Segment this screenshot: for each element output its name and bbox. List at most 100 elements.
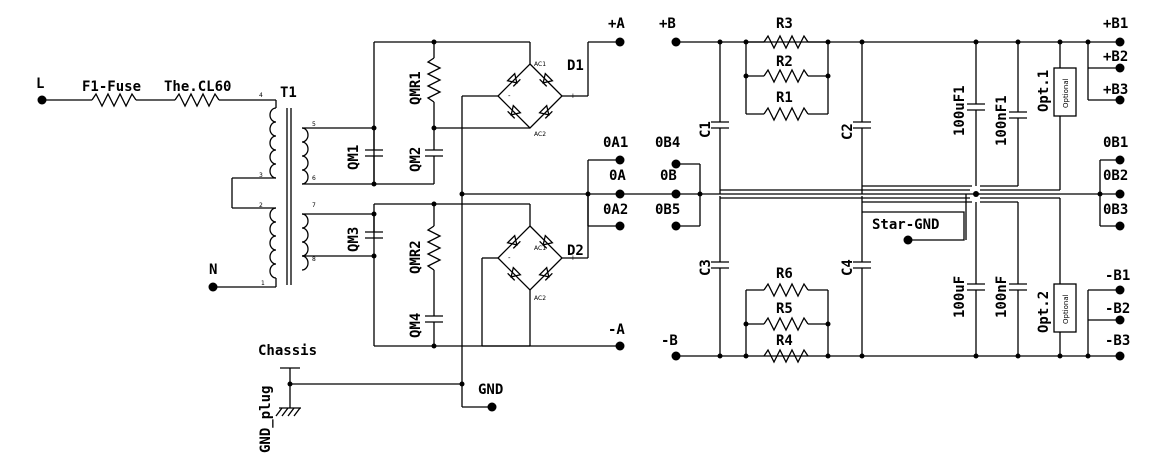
label-QM1: QM1 [346, 145, 362, 170]
terminal-plusB1[interactable] [1115, 37, 1125, 47]
label-zeroA1: 0A1 [603, 135, 628, 151]
capacitor-100uF1 [966, 103, 986, 111]
svg-text:AC2: AC2 [534, 131, 546, 138]
label-thermistor: The.CL60 [164, 79, 231, 95]
svg-text:AC1: AC1 [534, 245, 546, 252]
terminal-zeroB[interactable] [671, 189, 681, 199]
label-QM3: QM3 [346, 227, 362, 252]
label-R1: R1 [776, 90, 793, 106]
optional-part-1 [1053, 67, 1077, 117]
resistor-QMR1 [427, 57, 441, 103]
label-GND: GND [478, 382, 503, 398]
svg-text:5: 5 [312, 121, 316, 128]
svg-text:1: 1 [261, 280, 265, 287]
label-QMR2: QMR2 [408, 240, 424, 274]
svg-text:3: 3 [259, 172, 263, 179]
terminal-zeroA1[interactable] [615, 155, 625, 165]
label-zeroB4: 0B4 [655, 135, 680, 151]
terminal-zeroB1[interactable] [1115, 155, 1125, 165]
svg-text:-: - [508, 92, 511, 100]
mains-section: L N F1-Fuse The.CL60 T1 4 3 2 1 5 6 7 [36, 76, 316, 292]
label-R2: R2 [776, 54, 793, 70]
resistor-QMR2 [427, 225, 441, 271]
label-R6: R6 [776, 266, 793, 282]
thermistor-CL60 [174, 93, 220, 107]
psu-B: +B 0B4 0B 0B5 -B R3 R2 R1 [655, 16, 1130, 363]
label-D1: D1 [567, 58, 584, 74]
resistor-R5 [763, 317, 809, 331]
label-QM2: QM2 [408, 147, 424, 172]
label-gnd-plug: GND_plug [258, 386, 274, 453]
star-gnd-wire [862, 211, 965, 241]
svg-text:4: 4 [259, 92, 263, 99]
terminal-plusA[interactable] [615, 37, 625, 47]
terminal-minusB3[interactable] [1115, 351, 1125, 361]
resistor-R6 [763, 283, 809, 297]
label-L: L [36, 76, 44, 92]
fuse-F1 [91, 93, 137, 107]
svg-text:8: 8 [312, 256, 316, 263]
label-R5: R5 [776, 301, 793, 317]
label-C1: C1 [698, 121, 714, 138]
terminal-GND[interactable] [487, 402, 497, 412]
label-star-gnd: Star-GND [872, 217, 939, 233]
label-R3: R3 [776, 16, 793, 32]
secondary-coil-A [301, 127, 309, 185]
terminal-star-gnd[interactable] [903, 235, 913, 245]
svg-text:2: 2 [259, 202, 263, 209]
capacitor-100uF [966, 283, 986, 291]
label-zeroB5: 0B5 [655, 202, 680, 218]
terminal-zeroB2[interactable] [1115, 189, 1125, 199]
label-minusB: -B [661, 333, 678, 349]
label-opt2: Opt.2 [1036, 291, 1052, 333]
zeroA-bus: 0A1 0A 0A2 GND Chassis GND_plug [258, 135, 700, 453]
label-100nF: 100nF [994, 276, 1010, 318]
resistor-R2 [763, 69, 809, 83]
label-C3: C3 [698, 259, 714, 276]
label-plusB1: +B1 [1103, 16, 1128, 32]
rectifier-A-lower: QM3 QMR2 QM4 AC1 AC2 - + D2 -A [302, 194, 625, 351]
label-100uF: 100uF [952, 276, 968, 318]
label-minusB3: -B3 [1105, 333, 1130, 349]
svg-text:Optional: Optional [1062, 78, 1070, 108]
label-minusA: -A [608, 322, 625, 338]
svg-text:6: 6 [312, 175, 316, 182]
terminal-minusA[interactable] [615, 341, 625, 351]
label-F1: F1-Fuse [82, 79, 141, 95]
terminal-minusB1[interactable] [1115, 285, 1125, 295]
label-C4: C4 [840, 259, 856, 276]
resistor-R1 [763, 107, 809, 121]
terminal-zeroA2[interactable] [615, 221, 625, 231]
rectifier-A: QM1 QMR1 QM2 AC1 AC2 - + D1 +A [302, 16, 625, 384]
capacitor-QM2 [424, 149, 444, 157]
svg-text:AC2: AC2 [534, 295, 546, 302]
label-minusB2: -B2 [1105, 301, 1130, 317]
capacitor-100nF [1008, 283, 1028, 291]
primary-coil-2 [269, 207, 277, 279]
svg-text:AC1: AC1 [534, 61, 546, 68]
label-minusB1: -B1 [1105, 268, 1130, 284]
label-QMR1: QMR1 [408, 71, 424, 105]
label-zeroA2: 0A2 [603, 202, 628, 218]
label-plusB2: +B2 [1103, 49, 1128, 65]
primary-coil-1 [269, 107, 277, 179]
label-C2: C2 [840, 123, 856, 140]
terminal-zeroB3[interactable] [1115, 221, 1125, 231]
label-zeroA: 0A [609, 168, 626, 184]
label-N: N [209, 262, 217, 278]
label-plusB3: +B3 [1103, 82, 1128, 98]
optional-part-2 [1053, 283, 1077, 333]
secondary-coil-B [301, 213, 309, 271]
label-100nF1: 100nF1 [994, 95, 1010, 146]
label-opt1: Opt.1 [1036, 70, 1052, 112]
label-zeroB3: 0B3 [1103, 202, 1128, 218]
label-plusA: +A [608, 16, 625, 32]
label-plusB: +B [659, 16, 676, 32]
label-chassis: Chassis [258, 343, 317, 359]
capacitor-QM4 [424, 315, 444, 323]
label-R4: R4 [776, 333, 793, 349]
label-T1: T1 [280, 85, 297, 101]
capacitor-100nF1 [1008, 111, 1028, 119]
svg-text:-: - [508, 254, 511, 262]
